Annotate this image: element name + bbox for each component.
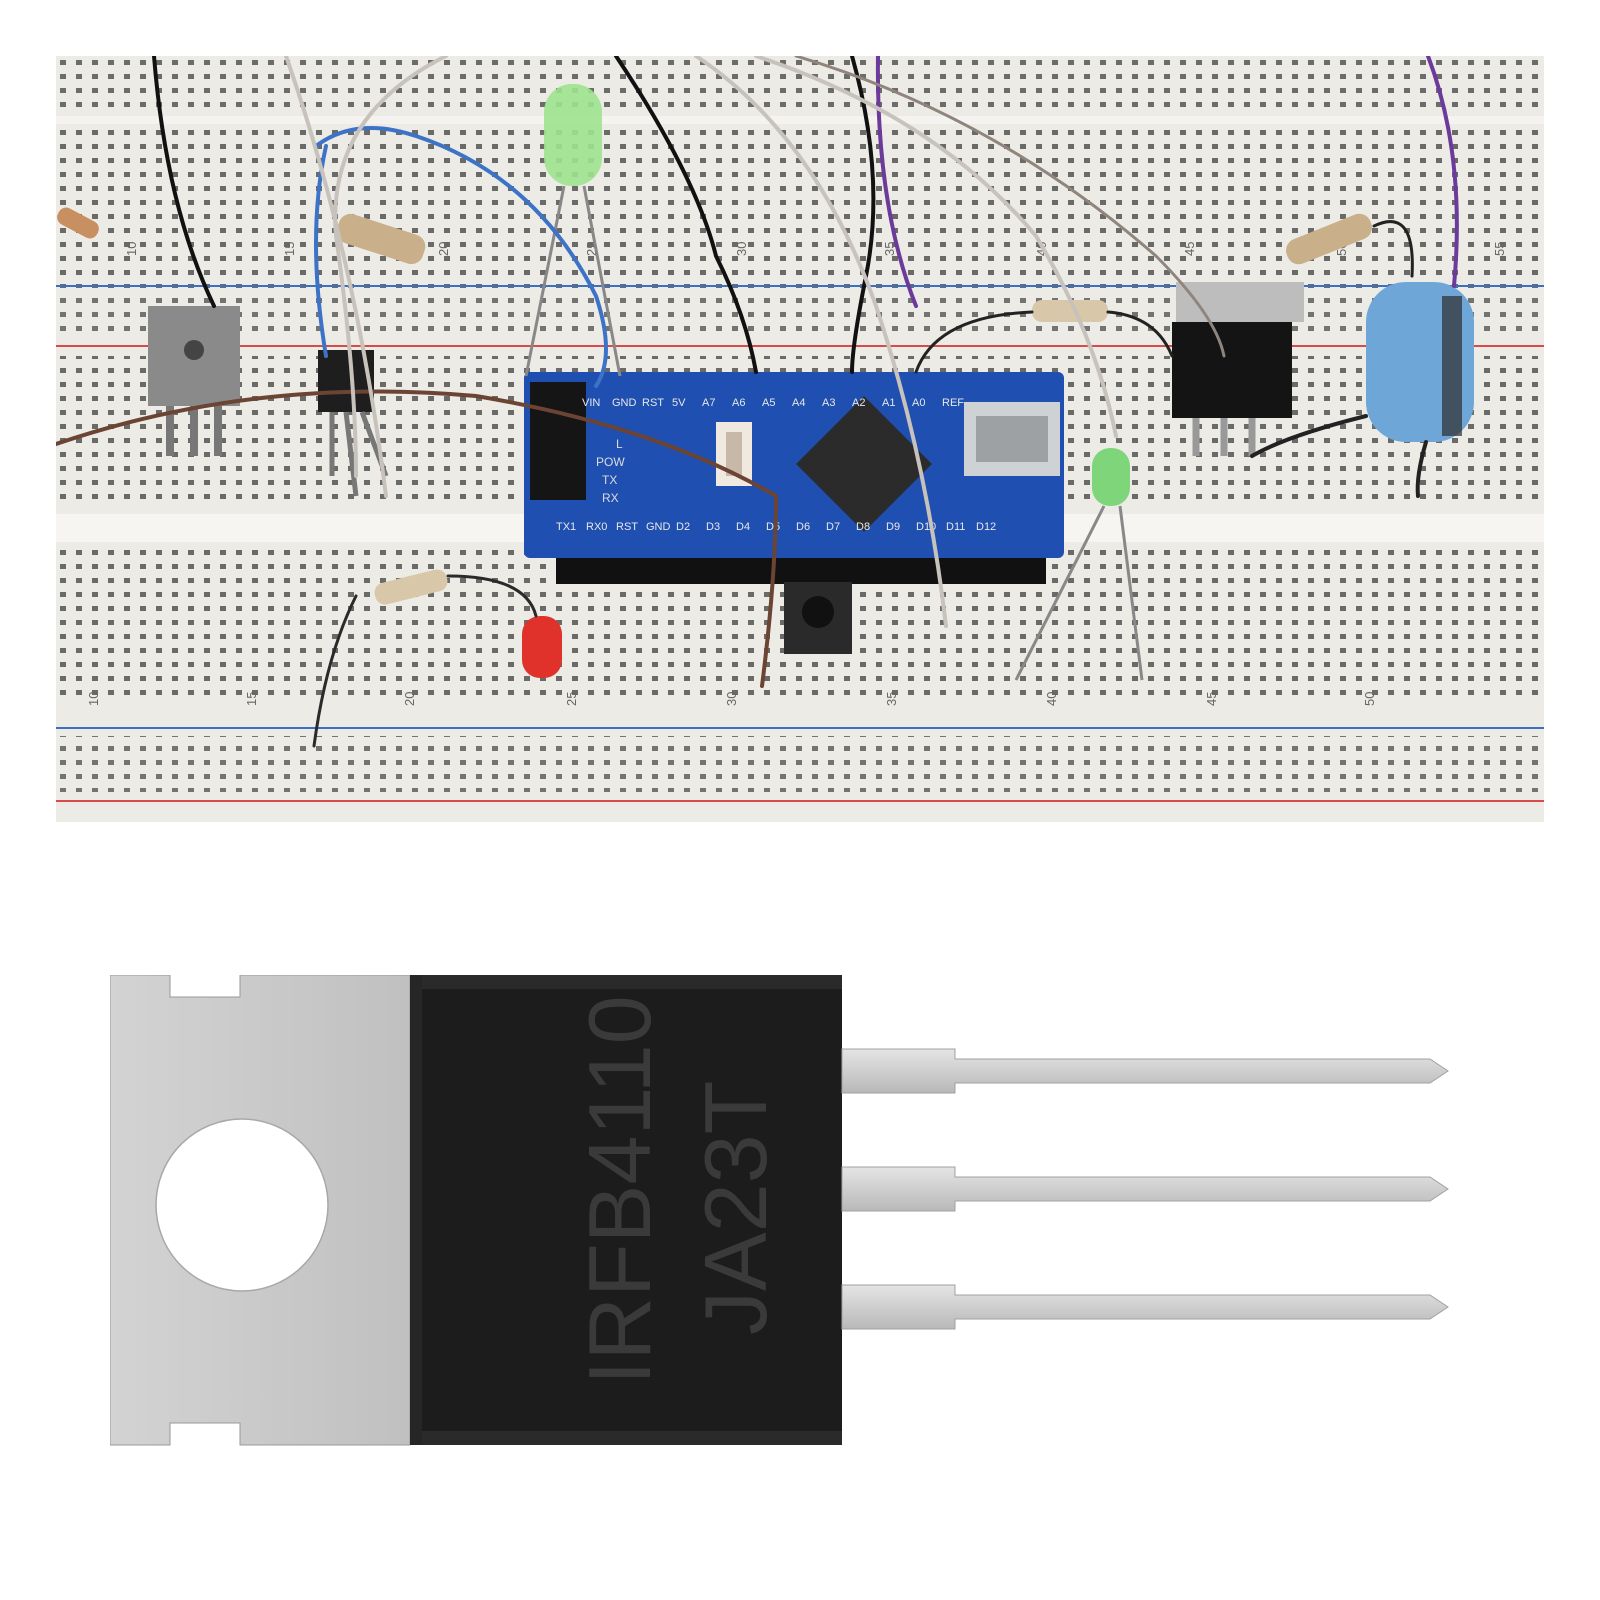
row-number: 55 — [1492, 242, 1507, 256]
part-number-text: IRFB4110 — [570, 995, 669, 1385]
pin-label: A2 — [852, 397, 865, 409]
small-transistor — [318, 350, 389, 497]
row-number: 15 — [244, 692, 259, 706]
source-lead — [841, 1284, 1449, 1330]
row-number: 10 — [124, 242, 139, 256]
nano-led-label: TX — [602, 473, 617, 487]
green-led-right — [1014, 448, 1144, 681]
left-voltage-regulator — [148, 306, 240, 456]
microcontroller-chip — [796, 396, 932, 532]
red-led — [522, 616, 562, 678]
nano-led-label: POW — [596, 455, 625, 469]
nano-led-label: RX — [602, 491, 619, 505]
pin-label: A0 — [912, 397, 925, 409]
pin-label: D12 — [976, 521, 996, 533]
pin-label: D7 — [826, 521, 840, 533]
mosfet-leads — [841, 1048, 1449, 1330]
bottom-power-rail — [56, 736, 1544, 792]
pin-label: GND — [612, 397, 637, 409]
row-number: 35 — [884, 692, 899, 706]
row-number: 20 — [402, 692, 417, 706]
pin-label: D8 — [856, 521, 870, 533]
row-number: 25 — [564, 692, 579, 706]
pin-label: D5 — [766, 521, 780, 533]
breadboard-illustration: 10 15 20 25 30 35 40 45 50 55 10 15 20 2… — [56, 56, 1544, 822]
electrolytic-capacitor — [1366, 282, 1474, 442]
pin-label: D4 — [736, 521, 750, 533]
row-number: 30 — [724, 692, 739, 706]
row-number: 10 — [86, 692, 101, 706]
lot-code-text: JA23T — [686, 1081, 785, 1335]
row-number: 40 — [1044, 692, 1059, 706]
gate-lead — [841, 1048, 1449, 1094]
resistors — [57, 207, 1372, 605]
pin-label: RX0 — [586, 521, 607, 533]
row-number: 45 — [1204, 692, 1219, 706]
arduino-nano-board: L POW TX RX VIN GND RST 5V A7 A6 A5 A4 A… — [524, 372, 1064, 584]
pin-label: RST — [642, 397, 664, 409]
upper-terminal-strip — [56, 128, 1544, 288]
nano-header-bottom — [556, 558, 1046, 584]
pin-label: RST — [616, 521, 638, 533]
nano-top-pin-labels: VIN GND RST 5V A7 A6 A5 A4 A3 A2 A1 A0 R… — [582, 397, 964, 409]
mounting-hole — [155, 1118, 329, 1292]
nano-led-label: L — [616, 437, 623, 451]
row-number: 30 — [734, 242, 749, 256]
part-marking: IRFB4110 JA23T — [570, 995, 785, 1385]
row-number: 50 — [1362, 692, 1377, 706]
row-number: 15 — [282, 242, 297, 256]
pin-label: A6 — [732, 397, 745, 409]
pin-label: A7 — [702, 397, 715, 409]
pushbutton — [784, 582, 852, 654]
pin-label: TX1 — [556, 521, 576, 533]
row-number: 45 — [1182, 242, 1197, 256]
pin-label: D11 — [946, 521, 965, 533]
mosfet-product-image: IRFB4110 JA23T — [110, 975, 1490, 1465]
pin-label: D9 — [886, 521, 900, 533]
top-power-rail — [56, 56, 1544, 112]
mosfet-body — [410, 975, 842, 1445]
pin-label: 5V — [672, 397, 686, 409]
mosfet-illustration: IRFB4110 JA23T — [110, 975, 1449, 1446]
pin-label: A3 — [822, 397, 835, 409]
jumper-wires — [56, 56, 1459, 748]
pin-label: D6 — [796, 521, 810, 533]
breadboard-photo: 10 15 20 25 30 35 40 45 50 55 10 15 20 2… — [56, 56, 1544, 822]
pin-label: D2 — [676, 521, 690, 533]
right-mosfet — [1172, 282, 1304, 456]
pin-label: A1 — [882, 397, 895, 409]
drain-lead — [841, 1166, 1449, 1212]
row-number: 20 — [436, 242, 451, 256]
nano-bottom-pin-labels: TX1 RX0 RST GND D2 D3 D4 D5 D6 D7 D8 D9 … — [556, 521, 996, 533]
pin-label: A4 — [792, 397, 805, 409]
row-number: 35 — [882, 242, 897, 256]
pin-label: A5 — [762, 397, 775, 409]
green-led-top — [524, 84, 622, 377]
pin-label: GND — [646, 521, 671, 533]
pin-label: VIN — [582, 397, 600, 409]
pin-label: D3 — [706, 521, 720, 533]
pin-label: REF — [942, 397, 964, 409]
row-numbers-bottom: 10 15 20 25 30 35 40 45 50 — [86, 692, 1377, 706]
icsp-header — [530, 382, 586, 500]
